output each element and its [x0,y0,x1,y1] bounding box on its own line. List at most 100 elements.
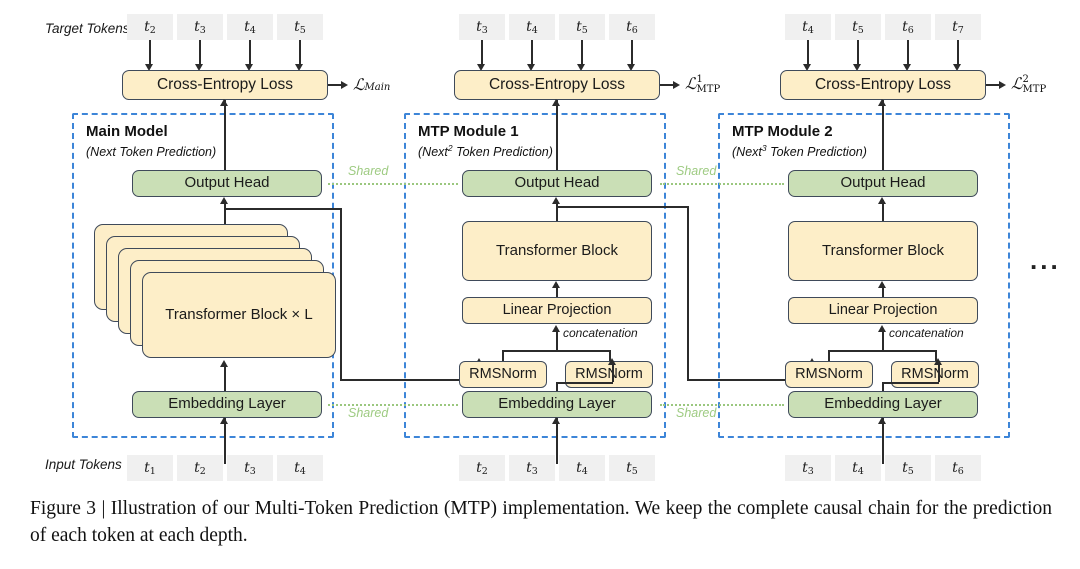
token-text: t4 [244,18,256,36]
cross-entropy-loss-box-main[interactable]: Cross-Entropy Loss [122,70,328,100]
shared-dotted-line-output-head-2 [660,183,784,185]
target-arrow-line [199,40,201,65]
target-arrow-line [531,40,533,65]
target-token-chip: t3 [459,14,505,40]
output-head-mtp2[interactable]: Output Head [788,170,978,197]
token-text: t4 [576,459,588,477]
target-arrow-head [903,64,911,71]
linear-projection-mtp1[interactable]: Linear Projection [462,297,652,324]
shared-label-embedding-2: Shared [676,406,717,420]
shared-label-embedding-1: Shared [348,406,389,420]
continuation-ellipsis: ... [1030,245,1061,275]
main-stack-to-head-arrow [220,197,228,204]
concatenation-label-mtp2: concatenation [889,326,964,340]
linear-projection-mtp2[interactable]: Linear Projection [788,297,978,324]
mtp1-concat-to-proj-arrow [552,325,560,332]
module-frame-mtp-2 [718,113,1010,438]
transformer-block-mtp2[interactable]: Transformer Block [788,221,978,281]
mtp2-block-to-head-arrow [878,197,886,204]
target-token-chip: t2 [127,14,173,40]
main-embed-to-stack-arrow [220,360,228,367]
mtp2-concat-bracket [828,350,936,352]
cross-entropy-loss-box-mtp1[interactable]: Cross-Entropy Loss [454,70,660,100]
module-frame-mtp-1 [404,113,666,438]
target-arrow-head [853,64,861,71]
mtp2-proj-to-block-line [882,284,884,306]
mtp1-to-mtp2-branch-v [687,206,689,380]
target-arrow-line [907,40,909,65]
mtp2-input-to-embed-line [882,418,884,464]
token-text: t5 [576,18,588,36]
transformer-block-main[interactable]: Transformer Block × L [142,272,336,358]
input-token-chip: t4 [835,455,881,481]
mtp1-proj-to-block-arrow [552,281,560,288]
mtp1-head-to-loss-line [556,100,558,170]
mtp1-embed-elbow-v1 [556,382,558,394]
input-token-chip: t5 [609,455,655,481]
mtp2-head-to-loss-arrow [878,99,886,106]
target-arrow-line [149,40,151,65]
input-token-chip: t1 [127,455,173,481]
rmsnorm-left-mtp2[interactable]: RMSNorm [785,361,873,388]
shared-dotted-line-output-head-1 [328,183,458,185]
output-head-main[interactable]: Output Head [132,170,322,197]
loss-out-arrow [341,80,348,89]
module-title-main: Main Model [86,123,168,140]
rmsnorm-left-mtp1[interactable]: RMSNorm [459,361,547,388]
shared-label-output-head-1: Shared [348,164,389,178]
input-token-chip: t3 [509,455,555,481]
mtp2-concat-leg-left [828,350,830,362]
input-token-chip: t2 [459,455,505,481]
mtp1-embed-to-rmsnorm-arrow [608,358,616,365]
embedding-layer-mtp2[interactable]: Embedding Layer [788,391,978,418]
target-tokens-row-label: Target Tokens [45,21,130,36]
target-arrow-head [145,64,153,71]
target-arrow-line [631,40,633,65]
target-token-chip: t3 [177,14,223,40]
module-subtitle-mtp1: (Next2 Token Prediction) [418,143,553,160]
embedding-layer-mtp1[interactable]: Embedding Layer [462,391,652,418]
token-text: t2 [194,459,206,477]
mtp1-embed-elbow-h [556,382,613,384]
token-text: t4 [802,18,814,36]
input-token-chip: t2 [177,455,223,481]
mtp1-concat-bracket [502,350,610,352]
target-arrow-head [477,64,485,71]
input-token-chip: t5 [885,455,931,481]
mtp2-embed-elbow-v1 [882,382,884,394]
token-text: t1 [144,459,156,477]
token-text: t7 [952,18,964,36]
target-arrow-head [953,64,961,71]
rmsnorm-right-mtp1[interactable]: RMSNorm [565,361,653,388]
input-token-chip: t3 [227,455,273,481]
token-text: t5 [902,459,914,477]
token-text: t5 [294,18,306,36]
target-arrow-head [527,64,535,71]
target-arrow-line [299,40,301,65]
cross-entropy-loss-box-mtp2[interactable]: Cross-Entropy Loss [780,70,986,100]
embedding-layer-main[interactable]: Embedding Layer [132,391,322,418]
transformer-block-mtp1[interactable]: Transformer Block [462,221,652,281]
main-to-mtp1-branch-v [340,208,342,380]
loss-out-line [328,84,342,86]
token-text: t3 [526,459,538,477]
token-text: t5 [852,18,864,36]
token-text: t3 [244,459,256,477]
token-text: t5 [626,459,638,477]
target-arrow-head [577,64,585,71]
rmsnorm-right-mtp2[interactable]: RMSNorm [891,361,979,388]
mtp2-embed-elbow-v2 [938,363,940,382]
mtp2-concat-to-proj-arrow [878,325,886,332]
token-text: t2 [476,459,488,477]
mtp1-proj-to-block-line [556,284,558,306]
output-head-mtp1[interactable]: Output Head [462,170,652,197]
mtp1-concat-leg-right [609,350,611,362]
loss-out-arrow [673,80,680,89]
shared-dotted-line-embedding-1 [328,404,458,406]
loss-out-arrow [999,80,1006,89]
target-arrow-head [627,64,635,71]
input-tokens-row-label: Input Tokens [45,457,122,472]
token-text: t4 [294,459,306,477]
